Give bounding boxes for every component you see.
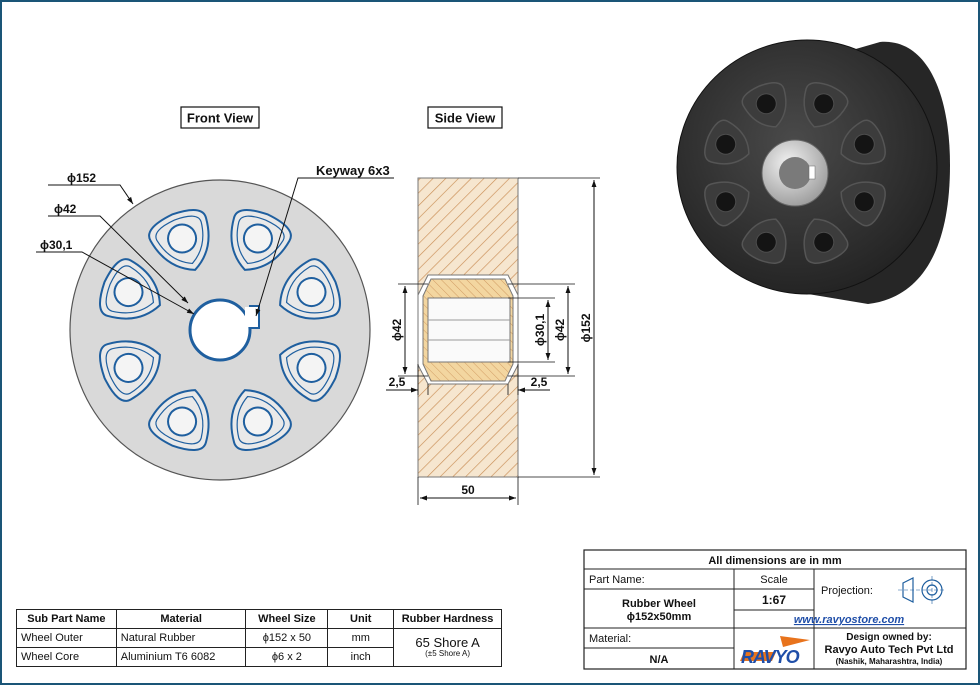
center-bore [188,298,252,362]
tb-part-name-label: Part Name: [589,574,645,586]
spec-cell-hardness: 65 Shore A (±5 Shore A) [393,628,502,667]
table-row: Wheel Outer Natural Rubber ϕ152 x 50 mm … [16,628,502,667]
wheel-lobe [279,340,341,402]
render-pocket [803,218,849,264]
front-view: Front View ϕ152 ϕ42 ϕ30,1 Keyway 6x3 [36,106,394,481]
spec-hardness-tolerance: (±5 Shore A) [425,649,470,659]
ravyo-logo: RAVYO [740,636,810,667]
third-angle-projection-icon [898,576,946,604]
wheel-lobe-group [99,209,341,451]
leader-keyway [255,177,394,317]
spec-header-sub-part: Sub Part Name [16,609,117,629]
spec-cell-unit: inch [327,647,395,667]
front-dim-keyway: Keyway 6x3 [316,163,390,178]
spec-hardness-value: 65 Shore A [415,634,480,650]
spec-cell-material: Aluminium T6 6082 [115,647,247,667]
tb-part-size: ϕ152x50mm [627,611,692,623]
wheel-3d-render [676,39,950,305]
spec-table-header-row: Sub Part Name Material Wheel Size Unit R… [16,609,502,629]
logo-swoosh [740,652,776,661]
spec-cell-material: Natural Rubber [115,628,247,648]
wheel-lobe [148,389,210,451]
leader-bore-diameter [36,251,195,315]
title-block: All dimensions are in mm Part Name: Scal… [583,549,967,670]
render-pocket [741,218,787,264]
table-row: Wheel Core Aluminium T6 6082 ϕ6 x 2 inch [16,647,502,667]
tb-website[interactable]: www.ravyostore.com [794,614,904,626]
spec-header-material: Material [115,609,247,629]
wheel-lobe [99,340,161,402]
spec-cell-part: Wheel Core [16,647,117,667]
wheel-lobe [99,258,161,320]
wheel-lobe [279,258,341,320]
front-view-title-box [180,106,260,129]
render-pocket [704,119,750,165]
render-pocket [840,119,886,165]
leader-outer-diameter [48,184,134,205]
render-pocket [704,181,750,227]
side-dim-chamfer-right: 2,5 [531,375,548,389]
wheel-lobe [230,209,292,271]
render-bore [779,157,811,189]
side-dim-width: 50 [461,483,475,497]
front-dim-outer: ϕ152 [67,171,96,185]
render-pocket [741,82,787,128]
render-pocket [840,181,886,227]
front-dim-bore: ϕ30,1 [40,238,73,252]
keyway-mask [245,307,253,327]
wheel-lobe [230,389,292,451]
side-section-bore [427,297,511,363]
spec-cell-part: Wheel Outer [16,628,117,648]
tb-location: (Nashik, Maharashtra, India) [836,657,943,666]
spec-header-wheel-size: Wheel Size [245,609,329,629]
spec-header-unit: Unit [327,609,395,629]
tb-designed-by-label: Design owned by: [846,632,932,643]
tb-projection-label: Projection: [821,585,873,597]
leader-hub-diameter [48,215,189,304]
render-keyway [808,165,816,180]
tb-company: Ravyo Auto Tech Pvt Ltd [825,644,954,656]
tb-note: All dimensions are in mm [708,555,841,567]
side-view: Side View ϕ42 ϕ30,1 ϕ42 ϕ152 50 2,5 [386,106,600,505]
spec-table: Sub Part Name Material Wheel Size Unit R… [16,609,502,667]
wheel-lobe [148,209,210,271]
logo-arrow [780,636,810,647]
tb-material-label: Material: [589,633,631,645]
side-view-title-box [427,106,503,129]
front-dim-hub: ϕ42 [54,202,77,216]
render-pocket-group [704,82,886,264]
side-dim-right-bore: ϕ42 [553,319,567,342]
tb-part-name: Rubber Wheel [622,598,696,610]
render-pocket [803,82,849,128]
spec-cell-size: ϕ6 x 2 [245,647,329,667]
tb-scale-label: Scale [760,574,788,586]
tb-material-value: N/A [650,654,669,666]
side-dim-core-bore: ϕ30,1 [533,314,547,347]
tb-scale-value: 1:67 [762,593,786,607]
spec-header-hardness: Rubber Hardness [393,609,502,629]
side-dim-left-bore: ϕ42 [390,319,404,342]
side-dim-outer: ϕ152 [579,313,593,342]
front-view-title: Front View [187,111,254,126]
side-dim-chamfer-left: 2,5 [389,375,406,389]
spec-cell-unit: mm [327,628,395,648]
spec-cell-size: ϕ152 x 50 [245,628,329,648]
side-view-title: Side View [435,111,496,126]
logo-text: RAVYO [741,647,800,667]
